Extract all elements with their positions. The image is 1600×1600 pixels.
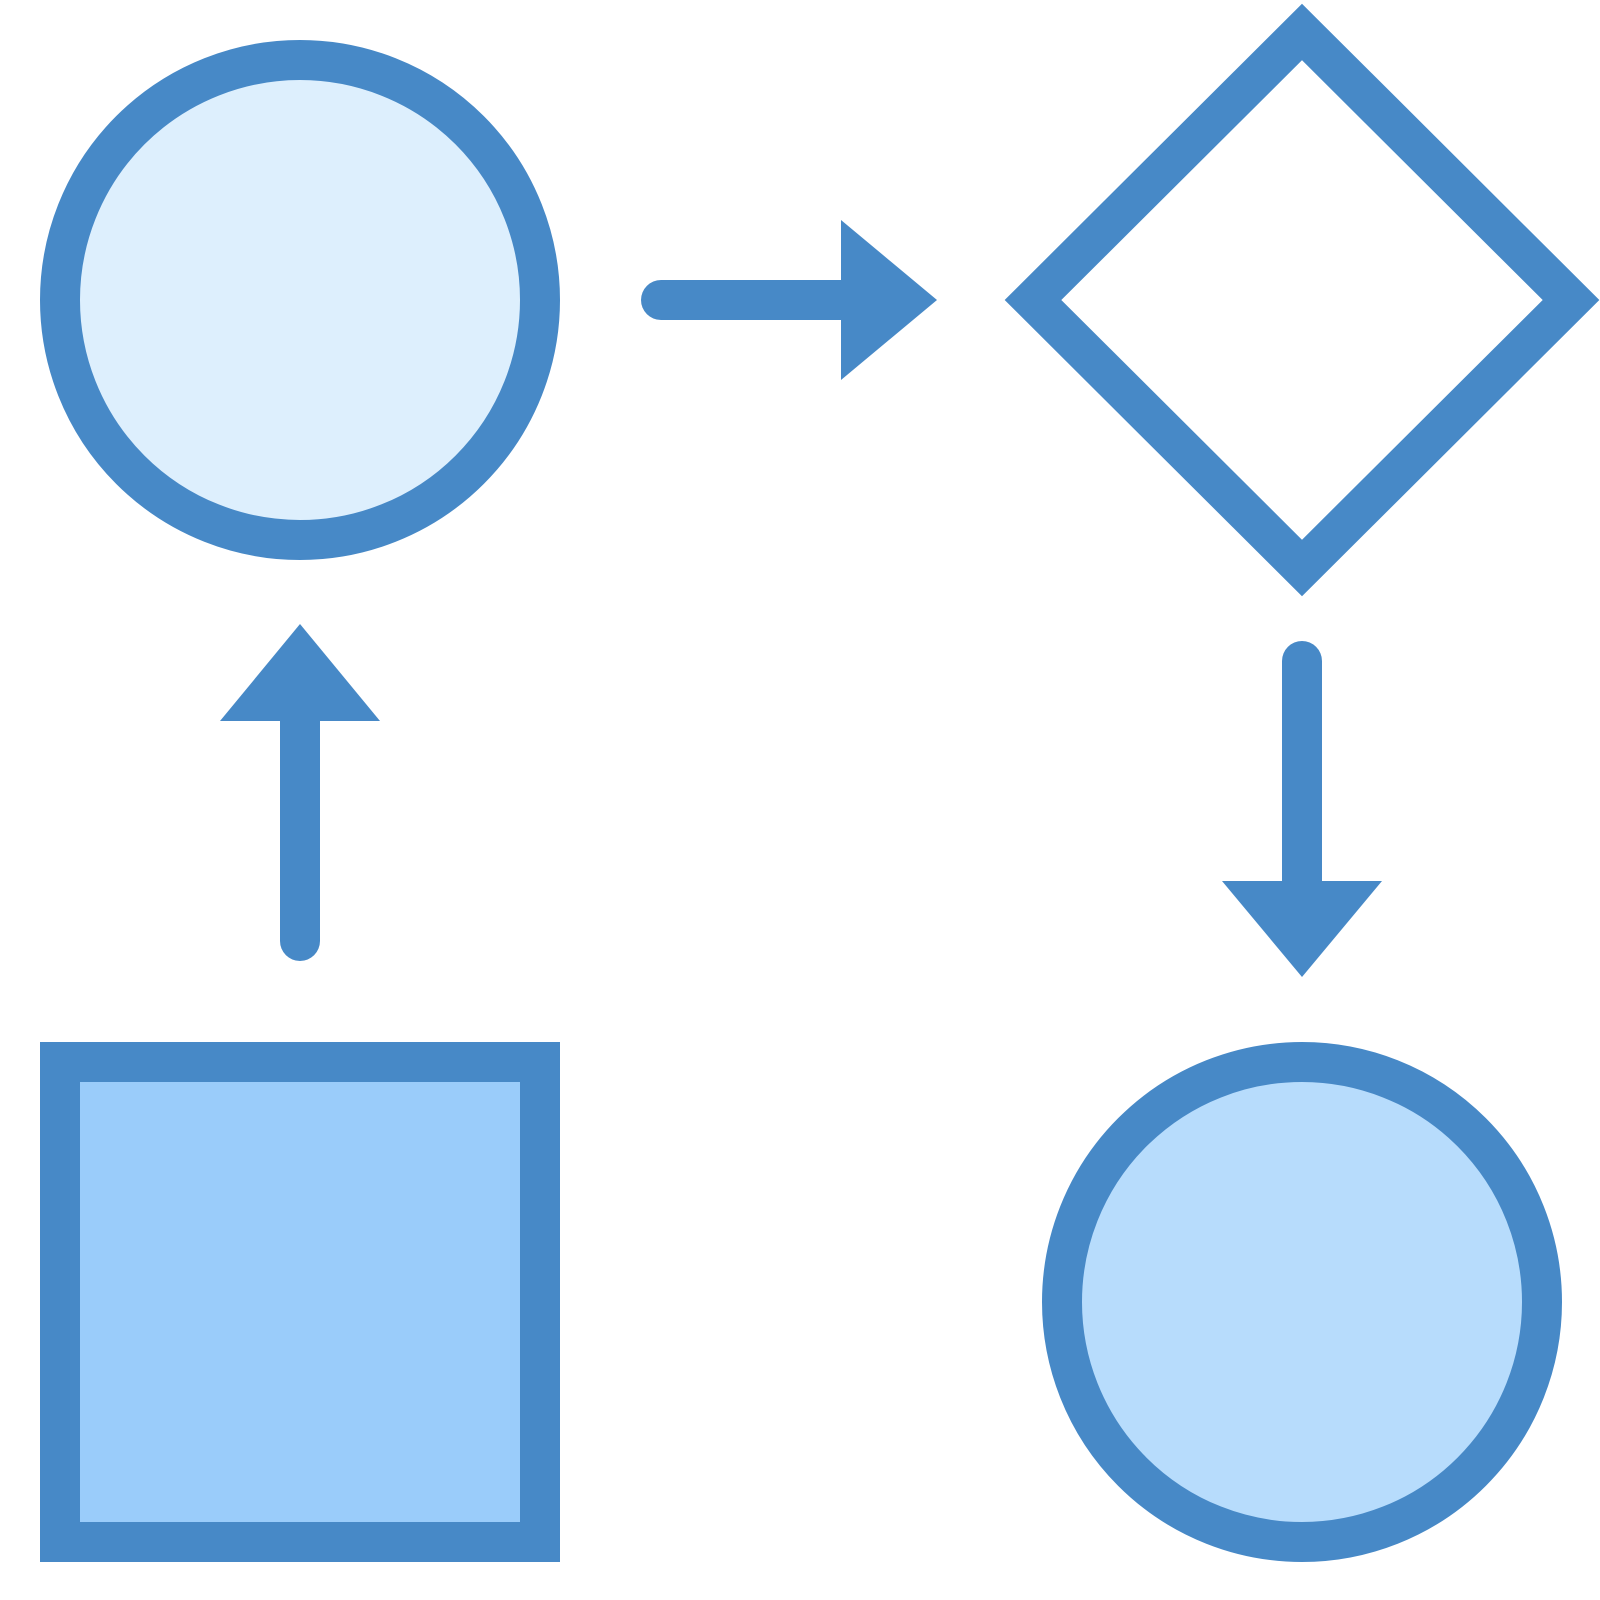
end-circle: [1042, 1042, 1562, 1562]
start-circle: [40, 40, 560, 560]
arrow-up: [220, 624, 380, 961]
decision-diamond: [1004, 3, 1600, 597]
arrow-right: [641, 220, 937, 380]
arrow-down-head: [1222, 881, 1382, 977]
process-square: [40, 1042, 560, 1562]
arrow-right-head: [841, 220, 937, 380]
arrow-up-head: [220, 624, 380, 721]
arrow-down: [1222, 641, 1382, 977]
